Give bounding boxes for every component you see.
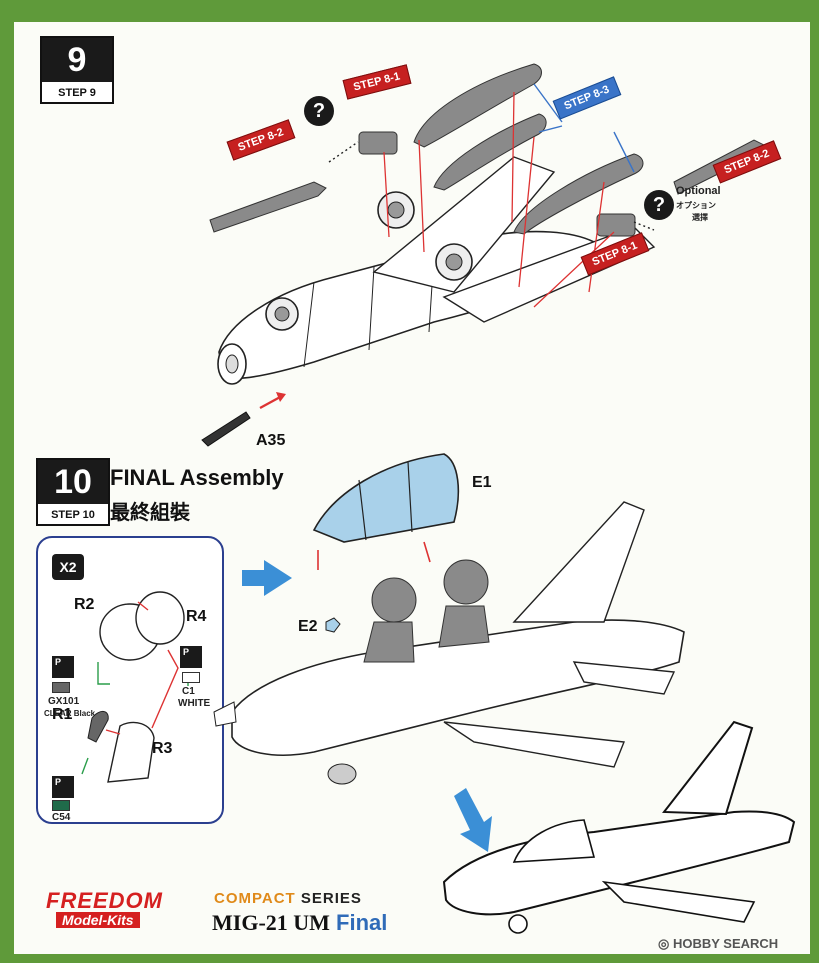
model-name-text: MIG-21 UM xyxy=(212,910,330,935)
watermark-icon: ◎ xyxy=(658,936,673,951)
paint-icon-c54 xyxy=(52,776,74,798)
step-9-badge: 9 STEP 9 xyxy=(40,36,114,104)
swatch-c54 xyxy=(52,800,70,811)
part-r1-label: R1 xyxy=(52,706,73,723)
swatch-c1 xyxy=(182,672,200,683)
instruction-sheet: 9 STEP 9 xyxy=(14,22,810,954)
final-assembly-title: FINAL Assembly xyxy=(110,465,284,490)
quantity-badge: X2 xyxy=(52,554,84,580)
part-r4-label: R4 xyxy=(186,608,207,625)
step-9-label: STEP 9 xyxy=(58,87,96,99)
part-a35-label: A35 xyxy=(256,432,286,449)
series-compact: COMPACT xyxy=(214,890,296,907)
part-r3-label: R3 xyxy=(152,740,173,757)
paint-icon-c1 xyxy=(180,646,202,668)
paint-c1-code: C1 xyxy=(182,686,195,697)
paint-gx101-name: CLEAR Black xyxy=(44,709,96,718)
paint-c54-code: C54 xyxy=(52,812,71,823)
brand-logo-line2: Model-Kits xyxy=(56,912,140,928)
model-name-suffix: Final xyxy=(336,910,388,935)
paint-c1-name: WHITE xyxy=(178,698,211,709)
series-label: COMPACT SERIES xyxy=(214,890,362,907)
step-10-number: 10 xyxy=(38,460,108,504)
optional-label: Optional xyxy=(676,185,721,197)
model-name: MIG-21 UM Final xyxy=(212,910,387,936)
series-word: SERIES xyxy=(300,890,362,907)
part-e2-label: E2 xyxy=(298,618,318,635)
paint-icon-gx101 xyxy=(52,656,74,678)
brand-logo-line1: FREEDOM xyxy=(46,888,163,913)
optional-label-jp2: 選擇 xyxy=(692,213,708,222)
final-assembly-title-jp: 最終組裝 xyxy=(110,502,190,524)
pilot-parts-drawing xyxy=(81,591,189,783)
part-e1-label: E1 xyxy=(472,474,492,491)
optional-question-icon-top: ? xyxy=(304,96,334,126)
step-10-label: STEP 10 xyxy=(51,509,95,521)
optional-question-icon-right: ? xyxy=(644,190,674,220)
watermark-text: HOBBY SEARCH xyxy=(672,936,779,951)
step-9-number: 9 xyxy=(42,38,112,82)
step-9-aircraft-drawing xyxy=(201,63,767,447)
paint-gx101-code: GX101 xyxy=(48,696,80,707)
brand-logo: FREEDOM Model-Kits xyxy=(42,888,196,932)
step-10-badge: 10 STEP 10 xyxy=(36,458,110,526)
optional-label-jp: オプション xyxy=(676,201,716,210)
step-10-aircraft-drawing xyxy=(213,453,796,934)
swatch-gx101 xyxy=(52,682,70,693)
part-r2-label: R2 xyxy=(74,596,95,613)
pilot-parts-box: X2 R2 R4 R1 R3 GX101 CLEAR Black C1 WHIT… xyxy=(36,536,224,824)
hobby-search-watermark: ◎ HOBBY SEARCH xyxy=(658,936,778,952)
